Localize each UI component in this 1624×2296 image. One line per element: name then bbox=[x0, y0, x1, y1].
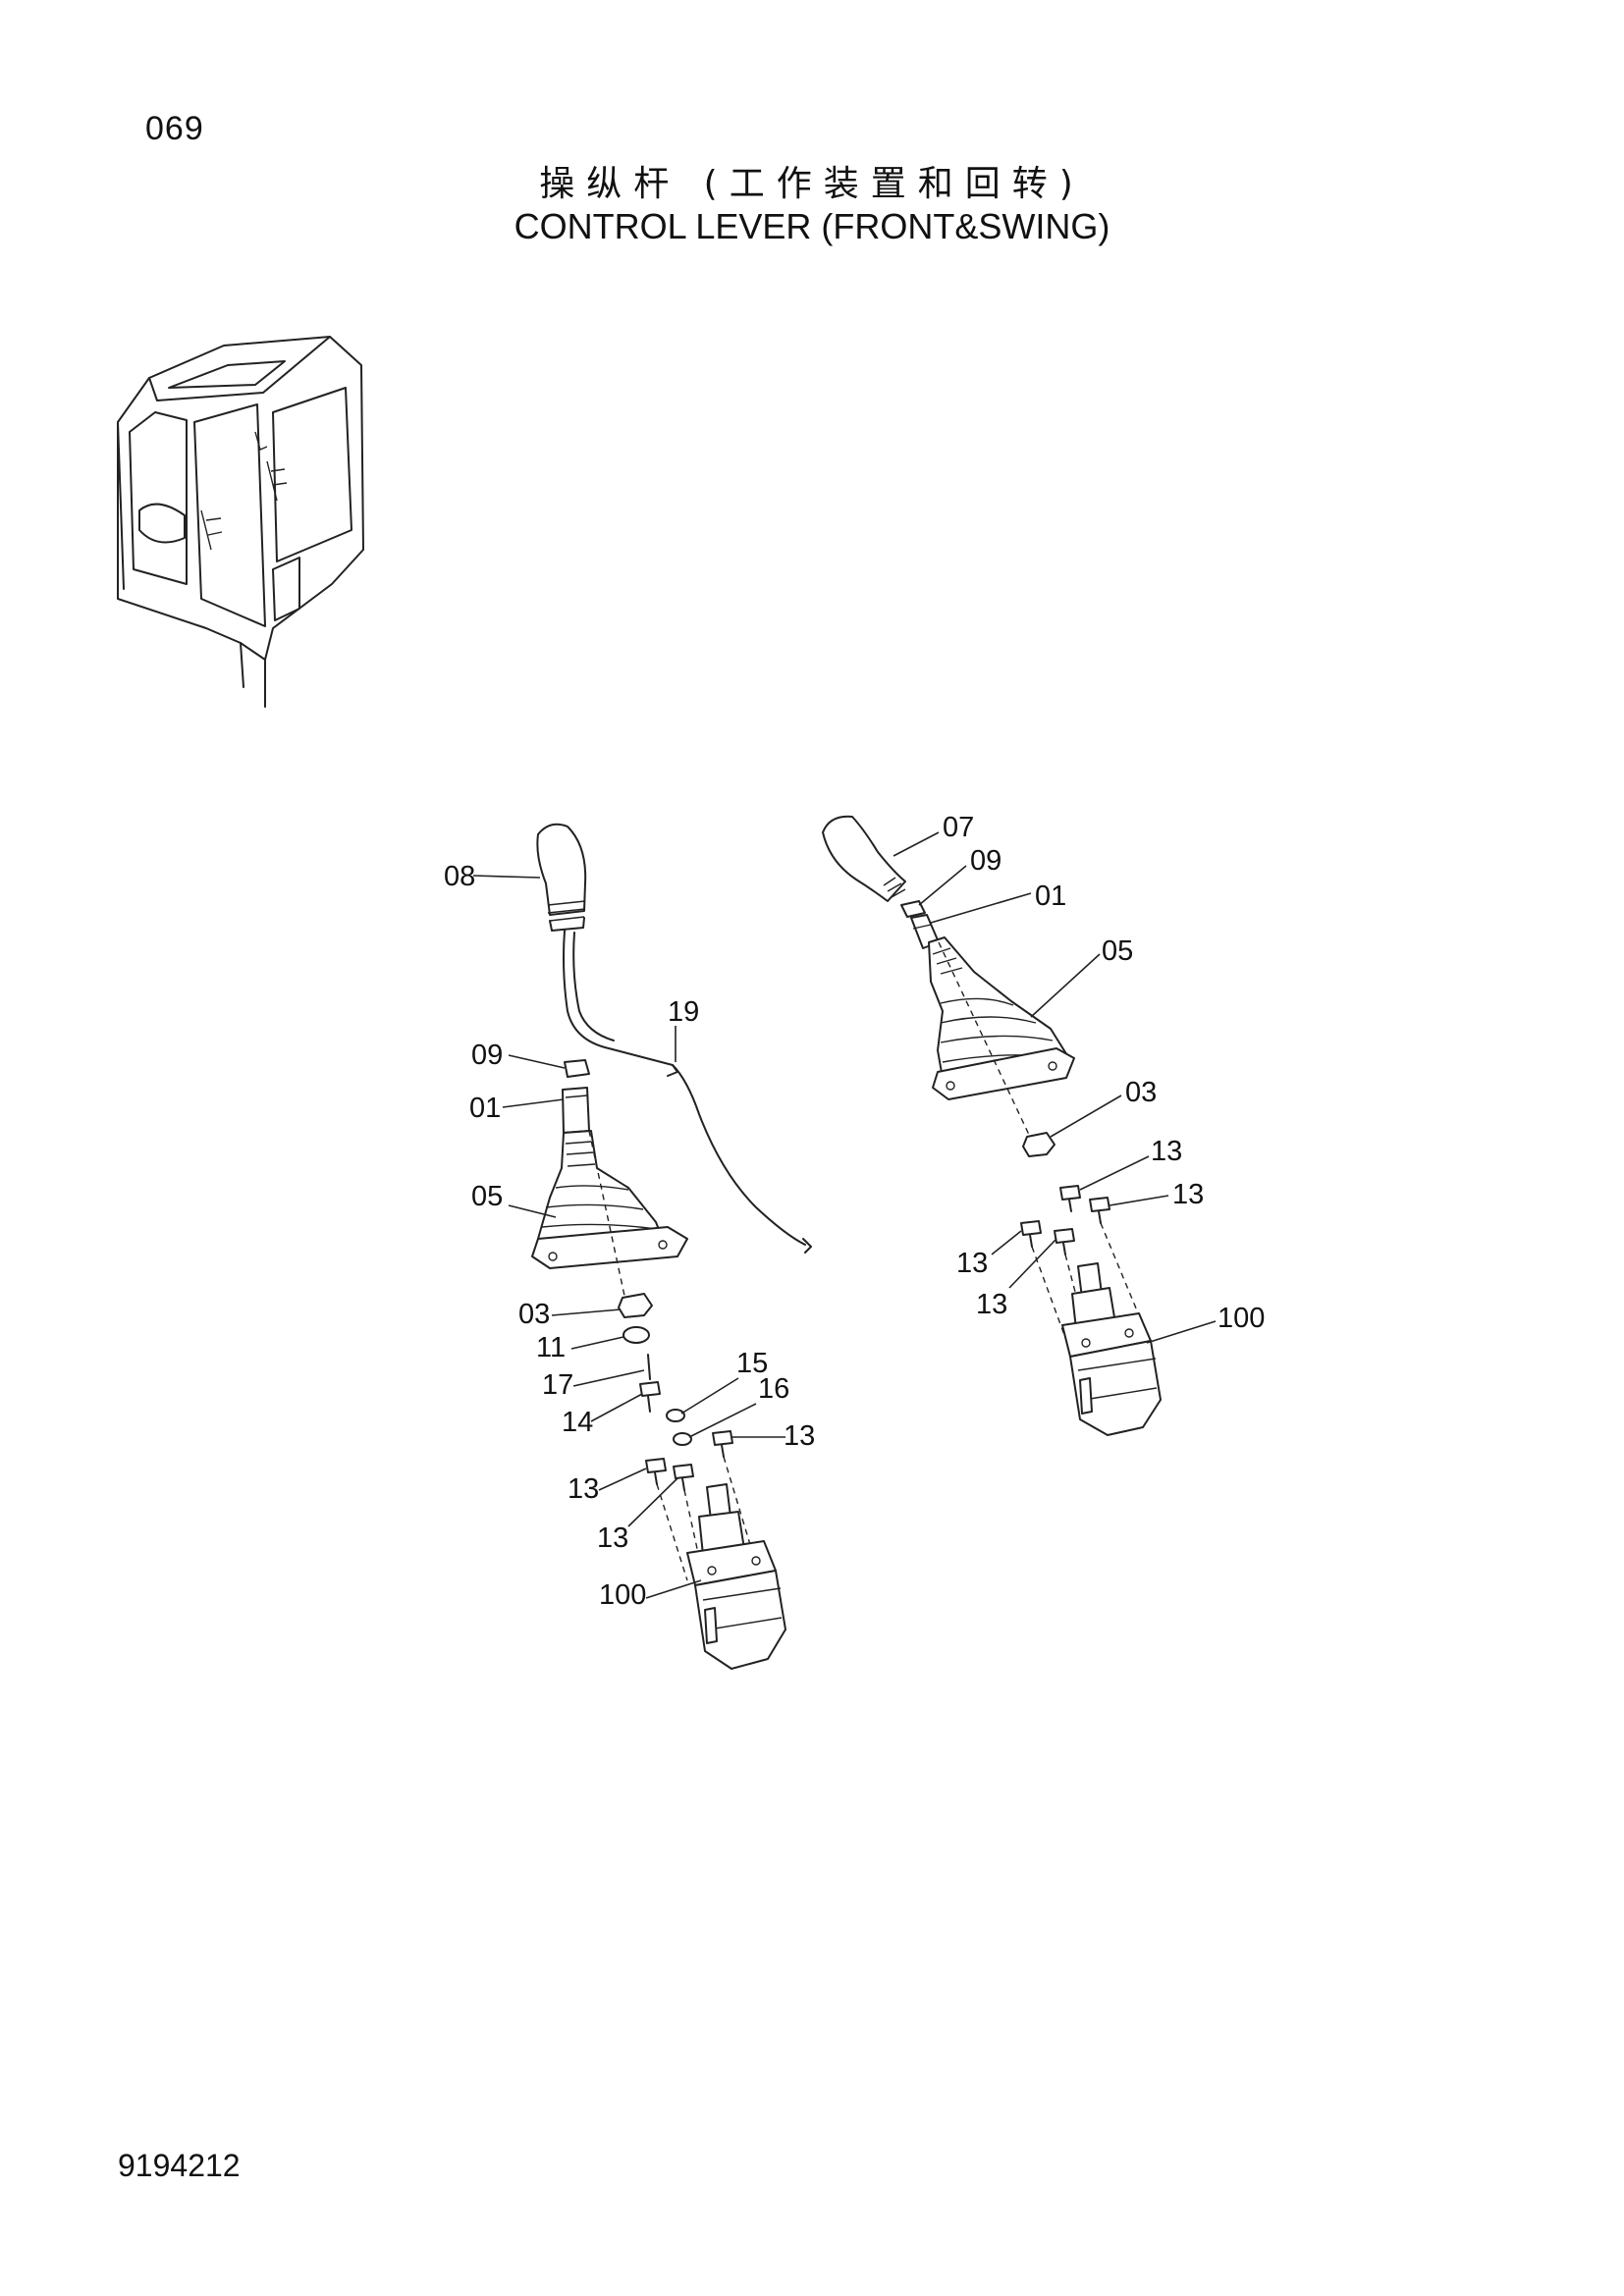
callout-13: 13 bbox=[976, 1289, 1007, 1320]
callout-05: 05 bbox=[1102, 935, 1133, 967]
right-pilot-valve-part-100 bbox=[1061, 1262, 1162, 1436]
page-title-chinese: 操纵杆 (工作装置和回转) bbox=[539, 164, 1085, 204]
right-grip-part-07 bbox=[822, 815, 906, 902]
callout-13: 13 bbox=[568, 1473, 599, 1505]
callout-01: 01 bbox=[469, 1093, 501, 1124]
page-title-english: CONTROL LEVER (FRONT&SWING) bbox=[514, 206, 1110, 246]
cab-locator-illustration bbox=[117, 336, 364, 708]
callout-09: 09 bbox=[471, 1040, 503, 1071]
page-number: 069 bbox=[145, 110, 204, 147]
callout-16: 16 bbox=[758, 1373, 789, 1405]
right-boot-part-05 bbox=[928, 936, 1075, 1100]
callout-13: 13 bbox=[956, 1248, 988, 1279]
callout-14: 14 bbox=[562, 1407, 593, 1438]
callout-15: 15 bbox=[736, 1348, 768, 1379]
right-control-lever-assembly: 07 09 01 05 03 13 13 13 13 100 bbox=[822, 812, 1265, 1436]
callout-13: 13 bbox=[597, 1522, 628, 1554]
callout-01: 01 bbox=[1035, 881, 1066, 912]
callout-03: 03 bbox=[1125, 1077, 1157, 1108]
callout-03: 03 bbox=[518, 1299, 550, 1330]
callout-100: 100 bbox=[599, 1579, 646, 1611]
callout-11: 11 bbox=[536, 1332, 566, 1363]
callout-17: 17 bbox=[542, 1369, 573, 1401]
callout-13: 13 bbox=[1172, 1179, 1204, 1210]
callout-100: 100 bbox=[1218, 1303, 1265, 1334]
callout-19: 19 bbox=[668, 996, 699, 1028]
callout-08: 08 bbox=[444, 861, 475, 892]
callout-05: 05 bbox=[471, 1181, 503, 1212]
document-code: 9194212 bbox=[118, 2148, 241, 2183]
left-control-lever-assembly: 08 19 09 01 05 03 11 17 14 15 16 13 13 1… bbox=[444, 823, 815, 1670]
callout-13: 13 bbox=[784, 1420, 815, 1452]
callout-07: 07 bbox=[943, 812, 974, 843]
left-boot-part-05 bbox=[531, 1130, 688, 1269]
left-grip-part-08 bbox=[536, 823, 587, 932]
callout-09: 09 bbox=[970, 845, 1001, 877]
callout-13: 13 bbox=[1151, 1136, 1182, 1167]
left-pilot-valve-part-100 bbox=[686, 1483, 786, 1670]
